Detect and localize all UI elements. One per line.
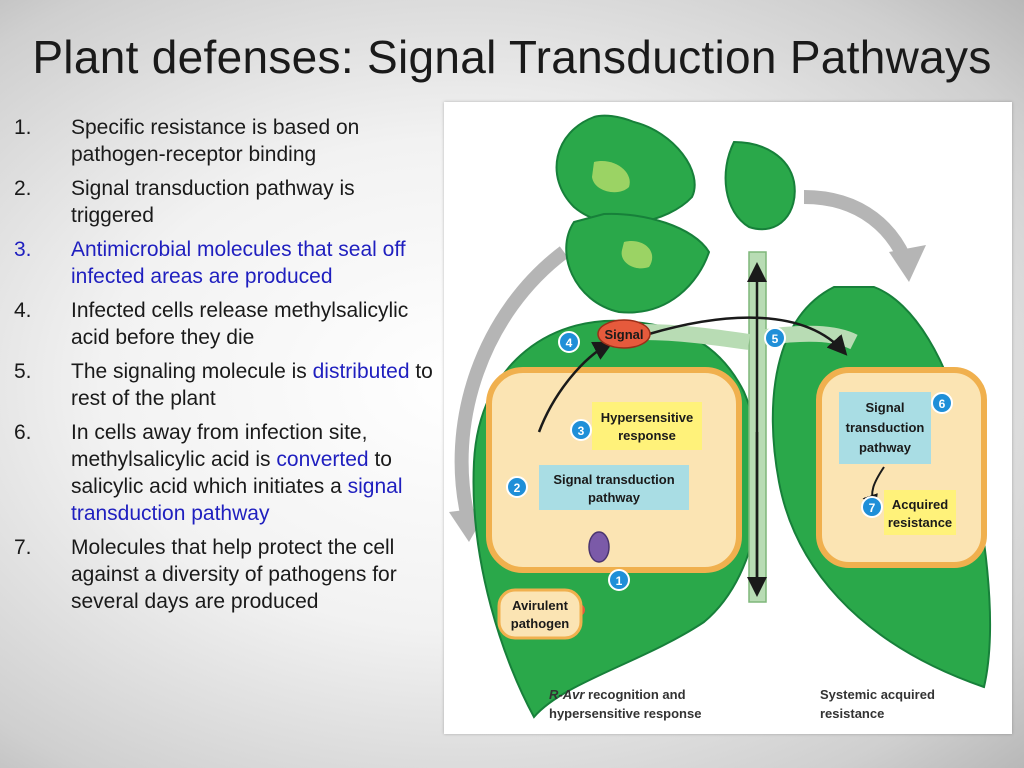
- bullet-text-segment: to rest of the plant: [71, 360, 433, 410]
- hypersensitive-label-line2: response: [618, 428, 676, 443]
- highlighted-text: Antimicrobial molecules that seal off in…: [71, 238, 406, 288]
- bullet-text-segment: Molecules that help protect the cell aga…: [71, 536, 397, 613]
- step-circle-2: 2: [506, 476, 528, 498]
- bullet-item-4: 4. Infected cells release methylsalicylic…: [14, 297, 442, 351]
- bullet-number: 7.: [14, 536, 32, 559]
- hypersensitive-label-line1: Hypersensitive: [601, 410, 694, 425]
- plant-defense-figure: Signal Hypersensitive response Signal tr…: [444, 102, 1012, 734]
- top-leaf-right: [724, 140, 796, 231]
- signal-pathway-box-right: [839, 392, 931, 464]
- signal-pathway-right-line1: Signal: [865, 400, 904, 415]
- bullet-text-segment: Specific resistance is based on pathogen…: [71, 116, 360, 166]
- bullet-item-3: 3. Antimicrobial molecules that seal off …: [14, 236, 442, 290]
- step-number: 7: [869, 501, 876, 515]
- bullet-text-segment: Signal transduction pathway is triggered: [71, 177, 355, 227]
- top-leaf-left: [555, 114, 696, 225]
- slide-title: Plant defenses: Signal Transduction Path…: [32, 31, 992, 83]
- bullet-text: Signal transduction pathway is triggered: [71, 175, 442, 229]
- signal-oval: [597, 319, 651, 349]
- signal-pathway-left-line2: pathway: [588, 490, 641, 505]
- bullet-text: The signaling molecule is distributed to…: [71, 358, 442, 412]
- step-circle-4: 4: [558, 331, 580, 353]
- caption-left-italic: R-Avr: [549, 687, 585, 702]
- bullet-number: 2.: [14, 177, 32, 200]
- step-number: 1: [616, 574, 623, 588]
- caption-left-rest: recognition and: [584, 687, 685, 702]
- bullet-text-segment: Infected cells release methylsalicylic a…: [71, 299, 409, 349]
- bullet-item-1: 1. Specific resistance is based on pathog…: [14, 114, 442, 168]
- bullet-item-2: 2. Signal transduction pathway is trigger…: [14, 175, 442, 229]
- step-number: 6: [939, 397, 946, 411]
- caption-right-line2: resistance: [820, 706, 884, 721]
- signal-pathway-left-line1: Signal transduction: [553, 472, 674, 487]
- bullet-number: 3.: [14, 238, 32, 261]
- figure-illustration: Signal Hypersensitive response Signal tr…: [449, 114, 992, 721]
- bullet-list: 1. Specific resistance is based on pathog…: [14, 114, 442, 622]
- bullet-text: Antimicrobial molecules that seal off in…: [71, 236, 442, 290]
- bullet-item-6: 6. In cells away from infection site, met…: [14, 419, 442, 527]
- signal-pathway-box-left: [539, 465, 689, 510]
- signal-arrow-right: [648, 316, 848, 356]
- avirulent-pathogen-box: [497, 588, 583, 640]
- bullet-number: 4.: [14, 299, 32, 322]
- caption-left-line1: R-Avr recognition and: [549, 687, 686, 702]
- bullet-item-5: 5. The signaling molecule is distributed …: [14, 358, 442, 412]
- bullet-text: Specific resistance is based on pathogen…: [71, 114, 442, 168]
- gray-arrow-right-head: [889, 245, 926, 282]
- step-circle-7: 7: [861, 496, 883, 518]
- avirulent-label-line1: Avirulent: [512, 598, 569, 613]
- highlighted-text: signal transduction pathway: [71, 475, 403, 525]
- step-circle-5: 5: [764, 327, 786, 349]
- bullet-text: Infected cells release methylsalicylic a…: [71, 297, 442, 351]
- step-number: 2: [514, 481, 521, 495]
- bullet-number: 6.: [14, 421, 32, 444]
- receptor-shape: [588, 531, 610, 563]
- bullet-text-segment: In cells away from infection site, methy…: [71, 421, 368, 471]
- signal-label: Signal: [604, 327, 643, 342]
- step-number: 3: [578, 424, 585, 438]
- bullet-text-segment: to salicylic acid which initiates a: [71, 448, 392, 498]
- step-circle-1: 1: [608, 569, 630, 591]
- highlighted-text: distributed: [312, 360, 410, 383]
- highlighted-text: converted: [276, 448, 369, 471]
- hypersensitive-box: [592, 402, 702, 450]
- bullet-text-segment: The signaling molecule is: [71, 360, 313, 383]
- bullet-number: 1.: [14, 116, 32, 139]
- bullet-text: In cells away from infection site, methy…: [71, 419, 442, 527]
- step-circle-3: 3: [570, 419, 592, 441]
- signal-pathway-right-line3: pathway: [859, 440, 912, 455]
- bullet-number: 5.: [14, 360, 32, 383]
- caption-left-line2: hypersensitive response: [549, 706, 701, 721]
- avirulent-label-line2: pathogen: [511, 616, 570, 631]
- leaf-spot: [592, 161, 630, 193]
- step-number: 5: [772, 332, 779, 346]
- acquired-label-line1: Acquired: [892, 497, 948, 512]
- signal-pathway-right-line2: transduction: [846, 420, 925, 435]
- bullet-item-7: 7. Molecules that help protect the cell a…: [14, 534, 442, 615]
- caption-right-line1: Systemic acquired: [820, 687, 935, 702]
- leaf-spot: [621, 241, 653, 269]
- bullet-text: Molecules that help protect the cell aga…: [71, 534, 442, 615]
- acquired-label-line2: resistance: [888, 515, 952, 530]
- step-circle-6: 6: [931, 392, 953, 414]
- acquired-resistance-box: [884, 490, 956, 535]
- step-number: 4: [566, 336, 573, 350]
- cell-arrow-up: [537, 341, 614, 433]
- gray-arrow-left: [454, 246, 569, 524]
